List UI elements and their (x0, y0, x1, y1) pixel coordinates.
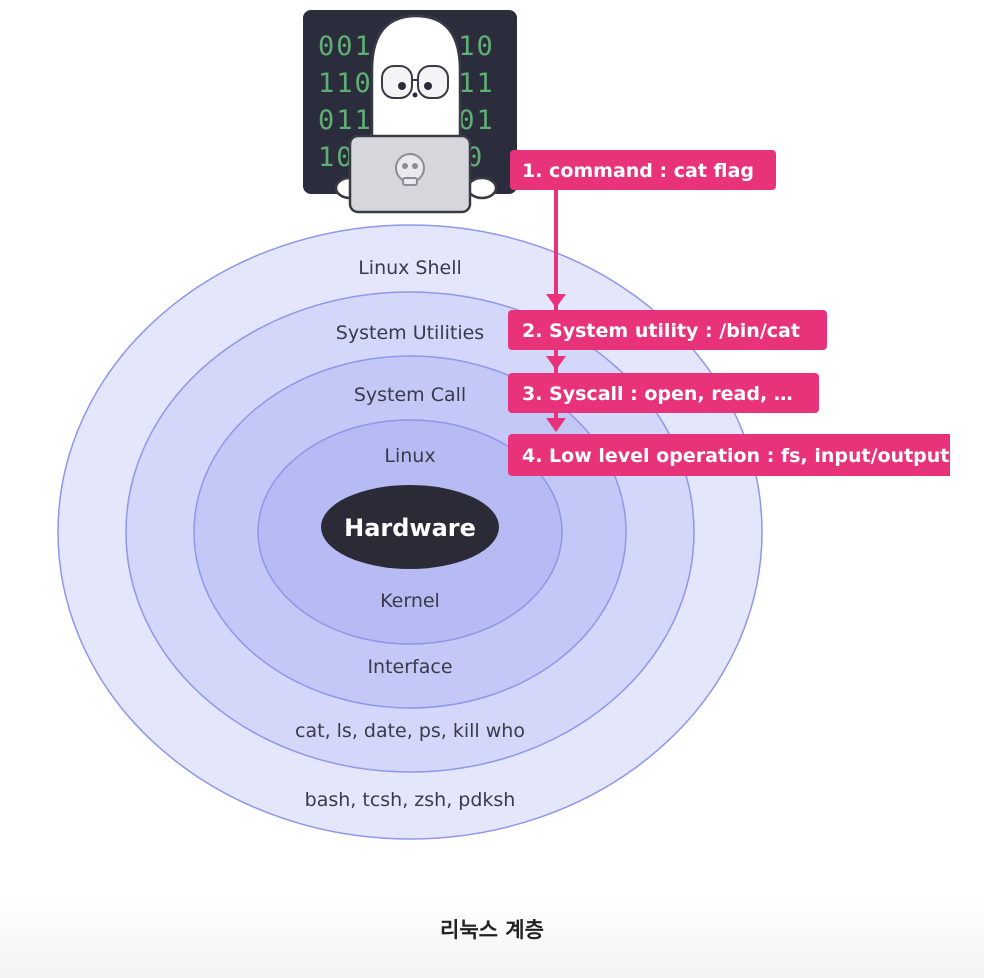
arrowhead (546, 356, 566, 370)
label-hardware: Hardware (344, 514, 476, 542)
step-1: 1. command : cat flag (510, 150, 776, 190)
label-linux-shell: Linux Shell (358, 257, 462, 279)
label-shell-examples: bash, tcsh, zsh, pdksh (305, 789, 516, 811)
step-4-label: 4. Low level operation : fs, input/outpu… (522, 445, 949, 467)
label-kernel: Kernel (380, 590, 440, 612)
hardware-core (321, 485, 499, 569)
skull-icon (395, 153, 425, 186)
step-1-label: 1. command : cat flag (522, 160, 754, 182)
laptop-icon (348, 134, 472, 214)
step-2-label: 2. System utility : /bin/cat (522, 320, 800, 342)
step-3: 3. Syscall : open, read, … (508, 373, 819, 413)
step-4: 4. Low level operation : fs, input/outpu… (508, 434, 950, 476)
binary-text: 110 (318, 68, 373, 99)
label-system-utilities: System Utilities (336, 322, 484, 344)
label-linux: Linux (384, 445, 435, 467)
step-3-label: 3. Syscall : open, read, … (522, 383, 793, 405)
hacker-illustration: 001 110 110 011 011 101 10 0 (303, 10, 517, 214)
caption-bar (0, 900, 984, 978)
linux-layers-diagram: Linux Shell System Utilities System Call… (57, 10, 950, 840)
step-2: 2. System utility : /bin/cat (508, 310, 827, 350)
binary-text: 10 (318, 142, 355, 173)
label-interface: Interface (367, 656, 452, 678)
binary-text: 011 (318, 105, 373, 136)
label-utility-examples: cat, ls, date, ps, kill who (295, 720, 525, 742)
figure-caption: 리눅스 계층 (440, 918, 544, 942)
arrowhead (546, 294, 566, 308)
binary-text: 001 (318, 31, 373, 62)
arrowhead (546, 418, 566, 432)
label-system-call: System Call (354, 384, 466, 406)
